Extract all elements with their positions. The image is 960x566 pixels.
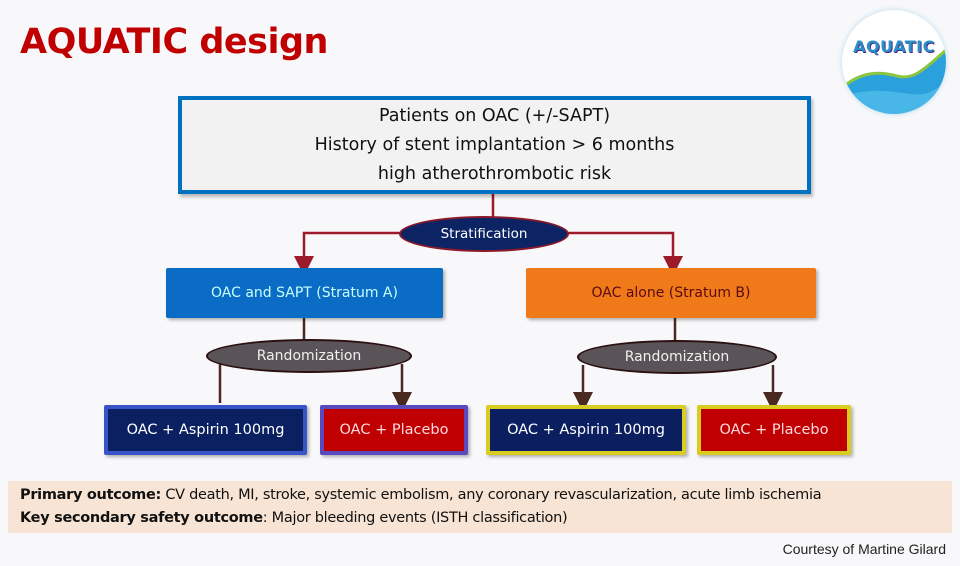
stratum-b-placebo-arm: OAC + Placebo	[697, 405, 851, 455]
population-line: Patients on OAC (+/-SAPT)	[378, 105, 611, 126]
randomization-node-a: Randomization	[206, 339, 412, 373]
randomization-node-b: Randomization	[577, 340, 777, 374]
stratum-a-placebo-arm: OAC + Placebo	[320, 405, 468, 455]
aquatic-logo: AQUATIC	[842, 10, 946, 114]
wave-icon	[842, 48, 946, 114]
stratification-node: Stratification	[399, 216, 569, 252]
primary-outcome-text: CV death, MI, stroke, systemic embolism,…	[161, 487, 822, 503]
population-line: high atherothrombotic risk	[377, 163, 612, 184]
slide-title: AQUATIC design	[20, 22, 328, 62]
stratum-a-aspirin-arm: OAC + Aspirin 100mg	[104, 405, 307, 455]
connector-to-stratum-a	[294, 231, 400, 276]
secondary-outcome: Key secondary safety outcome: Major blee…	[20, 507, 952, 530]
stratum-b-box: OAC alone (Stratum B)	[526, 268, 816, 318]
outcomes-panel: Primary outcome: CV death, MI, stroke, s…	[8, 481, 952, 533]
logo-text: AQUATIC	[853, 37, 935, 56]
secondary-outcome-text: : Major bleeding events (ISTH classifica…	[262, 510, 568, 526]
connector-to-stratum-b	[568, 231, 683, 276]
courtesy-credit: Courtesy of Martine Gilard	[782, 541, 946, 557]
primary-outcome-label: Primary outcome:	[20, 487, 162, 503]
stratum-a-box: OAC and SAPT (Stratum A)	[166, 268, 443, 318]
population-line: History of stent implantation > 6 months	[314, 134, 675, 155]
primary-outcome: Primary outcome: CV death, MI, stroke, s…	[20, 484, 952, 507]
population-box: Patients on OAC (+/-SAPT) History of ste…	[178, 96, 811, 194]
stratum-b-aspirin-arm: OAC + Aspirin 100mg	[486, 405, 686, 455]
secondary-outcome-label: Key secondary safety outcome	[20, 510, 263, 526]
